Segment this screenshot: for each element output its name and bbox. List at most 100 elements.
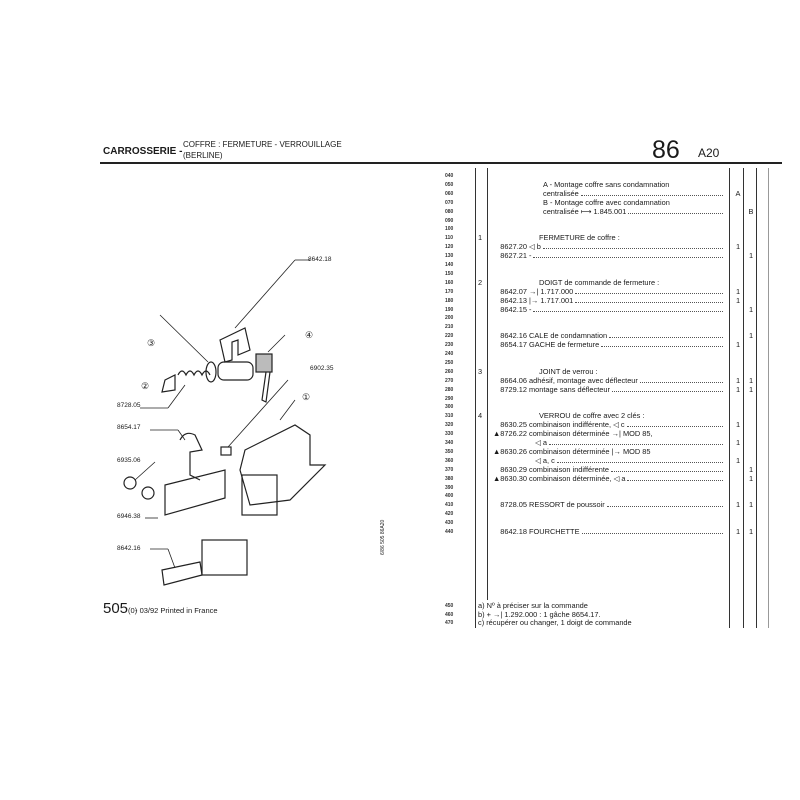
key-blade	[261, 371, 271, 403]
callout-label: 8728.05	[117, 402, 141, 409]
seal-part	[205, 361, 217, 383]
part-reference: 8642.18	[500, 527, 527, 536]
callout-label: 6902.35	[310, 365, 334, 372]
description-text: JOINT de verrou :	[539, 366, 598, 376]
qty-variant-b: 1	[748, 304, 754, 314]
spring-part	[177, 370, 211, 377]
qty-variant-b: 1	[748, 375, 754, 385]
part-description: A - Montage coffre sans condamnation	[543, 180, 723, 189]
qty-variant-a: 1	[735, 438, 741, 447]
washer-part	[141, 486, 155, 500]
description-text: VERROU de coffre avec 2 clés :	[539, 411, 645, 421]
part-description: ◁ a	[529, 438, 723, 447]
side-reference-code: 6/86 505 86A20	[380, 519, 386, 555]
line-code: 150	[445, 270, 454, 277]
part-reference: 8664.06	[500, 375, 527, 385]
description-text: combinaison indifférente, ◁ c	[529, 420, 625, 430]
dot-leader	[639, 376, 723, 383]
part-description: JOINT de verrou :	[539, 367, 723, 376]
part-description: ◁ a, c	[529, 456, 723, 465]
table-row	[476, 269, 776, 278]
description-text: FERMETURE de coffre :	[539, 233, 620, 243]
qty-variant-b: B	[748, 206, 754, 216]
lock-cylinder	[217, 361, 254, 381]
line-code: 050	[445, 181, 454, 188]
table-row	[476, 394, 776, 403]
qty-variant-a: 1	[735, 295, 741, 305]
description-text: A - Montage coffre sans condamnation	[543, 179, 670, 189]
line-code: 260	[445, 368, 454, 375]
line-code: 310	[445, 413, 454, 420]
table-row: ◁ a 1	[476, 438, 776, 447]
description-text: ◁ a, c	[529, 455, 555, 465]
line-code: 350	[445, 448, 454, 455]
line-code: 040	[445, 173, 454, 179]
line-code: 180	[445, 297, 454, 304]
description-text: ◁ b	[529, 242, 541, 252]
line-code: 200	[445, 315, 454, 322]
print-info: - 03/92 Printed in France	[135, 606, 218, 615]
actuator-part	[201, 539, 248, 576]
callout-label: 8642.16	[117, 545, 141, 552]
part-reference: 8642.07	[500, 286, 527, 296]
line-code: 400	[445, 493, 454, 500]
table-divider	[487, 168, 488, 600]
line-code: 110	[445, 235, 454, 242]
description-text: centralisée	[543, 188, 579, 198]
line-code: 210	[445, 324, 454, 331]
callout-label: 8654.17	[117, 424, 141, 431]
qty-variant-a: 1	[735, 375, 741, 385]
line-code: 100	[445, 226, 454, 233]
line-code: 360	[445, 457, 454, 464]
footnote: a) Nº à préciser sur la commande	[478, 601, 588, 610]
section-title: CARROSSERIE -	[103, 146, 183, 157]
description-text: DOIGT de commande de fermeture :	[539, 277, 660, 287]
description-text: combinaison déterminée →| MOD 85,	[529, 429, 653, 439]
description-text: FOURCHETTE	[529, 527, 580, 536]
fork-part	[219, 327, 251, 363]
dot-leader	[581, 527, 723, 534]
qty-variant-a: 1	[735, 384, 741, 394]
line-code: 300	[445, 404, 454, 411]
part-description: montage sans déflecteur	[529, 385, 723, 394]
table-row	[476, 358, 776, 367]
dot-leader	[542, 242, 723, 250]
part-reference: 8642.15	[500, 304, 527, 314]
callout-label: ①	[302, 392, 311, 402]
dot-leader	[628, 207, 723, 214]
part-description: -	[529, 251, 723, 260]
part-description: -	[529, 305, 723, 314]
wedge-part	[161, 561, 203, 586]
page-title: COFFRE : FERMETURE - VERROUILLAGE	[183, 140, 342, 149]
part-reference: 8654.17	[500, 340, 527, 350]
dot-leader	[549, 438, 723, 445]
table-row: 8642.15- 1	[476, 305, 776, 314]
line-code: 370	[445, 466, 454, 473]
part-reference: 8627.21	[500, 251, 527, 261]
line-code: 120	[445, 244, 454, 251]
table-divider	[475, 168, 476, 628]
line-code: 270	[445, 377, 454, 384]
line-code: 230	[445, 342, 454, 349]
part-reference: 8642.16	[500, 331, 527, 341]
table-row	[476, 509, 776, 518]
table-row: B - Montage coffre avec condamnation	[476, 198, 776, 207]
table-row: A - Montage coffre sans condamnation	[476, 180, 776, 189]
line-code: 080	[445, 208, 454, 215]
part-description: centralisée	[543, 189, 723, 198]
description-text: centralisée ⟼ 1.845.001	[543, 206, 627, 216]
callout-label: 8642.18	[308, 256, 332, 263]
latch-part	[239, 424, 327, 506]
latch-body	[241, 474, 278, 516]
footnote: c) récupérer ou changer, 1 doigt de comm…	[478, 618, 632, 627]
qty-variant-b: 1	[748, 464, 754, 474]
line-code: 290	[445, 395, 454, 402]
